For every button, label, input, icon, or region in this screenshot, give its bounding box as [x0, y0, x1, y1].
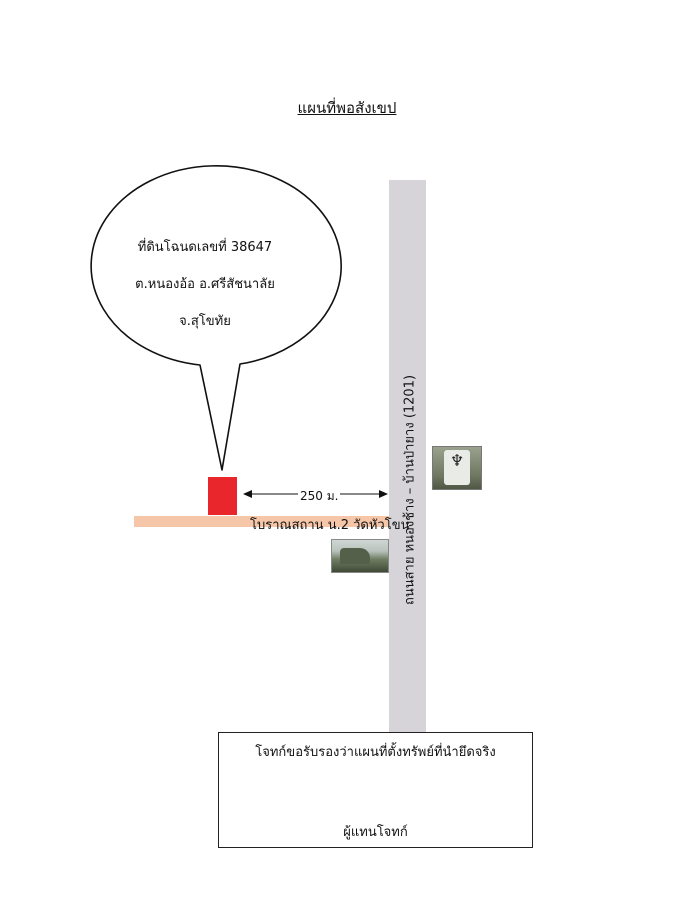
page-title: แผนที่พอสังเขป: [297, 99, 397, 117]
garuda-emblem-icon: ♆: [432, 446, 482, 490]
side-road: [134, 516, 389, 527]
bubble-location: ต.หนองอ้อ อ.ศรีสัชนาลัย: [135, 277, 275, 292]
main-road: [389, 180, 426, 735]
callout-bubble: [90, 165, 342, 471]
signer-title: ผู้แทนโจทก์: [343, 825, 408, 840]
bubble-deed-number: ที่ดินโฉนดเลขที่ 38647: [137, 240, 273, 255]
land-parcel-marker: [208, 477, 237, 515]
road-label: ถนนสาย หนองช้าง – บ้านป่ายาง (1201): [402, 374, 418, 606]
garuda-sign-shape: ♆: [444, 450, 470, 485]
bubble-province: จ.สุโขทัย: [179, 314, 231, 329]
distance-label: 250 ม.: [298, 487, 341, 506]
certification-box: โจทก์ขอรับรองว่าแผนที่ตั้งทรัพย์ที่นำยึด…: [218, 732, 533, 848]
certification-statement: โจทก์ขอรับรองว่าแผนที่ตั้งทรัพย์ที่นำยึด…: [255, 745, 496, 760]
site-label: โบราณสถาน น.2 วัดหัวโขน: [250, 518, 410, 533]
temple-ruin-shape: [340, 548, 370, 564]
temple-photo-icon: [331, 539, 389, 573]
